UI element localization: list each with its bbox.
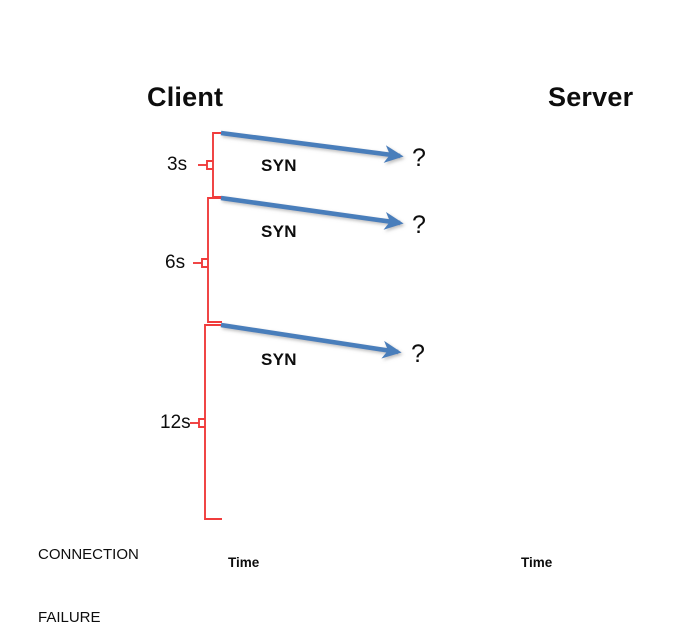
timer-label-3s: 3s — [167, 154, 188, 175]
syn-message-2-arrow — [220, 195, 404, 230]
timer-brace-3s — [198, 132, 222, 198]
connection-failure-line-1: CONNECTION — [38, 546, 139, 563]
syn-message-3-arrow — [220, 322, 402, 359]
actor-label-server: Server — [548, 82, 634, 112]
no-response-marker-1: ? — [412, 144, 426, 172]
time-axis-label-server: Time — [521, 555, 553, 570]
timer-brace-12s — [190, 324, 222, 520]
time-axis-label-client: Time — [228, 555, 260, 570]
syn-label-1: SYN — [261, 156, 297, 175]
timer-label-12s: 12s — [160, 412, 191, 433]
no-response-marker-2: ? — [412, 211, 426, 239]
no-response-marker-3: ? — [411, 340, 425, 368]
timer-label-6s: 6s — [165, 252, 186, 273]
syn-label-3: SYN — [261, 350, 297, 369]
connection-failure-line-2: FAILURE — [38, 609, 101, 626]
syn-label-2: SYN — [261, 222, 297, 241]
actor-label-client: Client — [147, 82, 224, 112]
syn-message-1-arrow — [220, 130, 404, 163]
connection-failure-label: CONNECTION FAILURE — [38, 502, 139, 626]
timer-brace-6s — [193, 197, 222, 323]
